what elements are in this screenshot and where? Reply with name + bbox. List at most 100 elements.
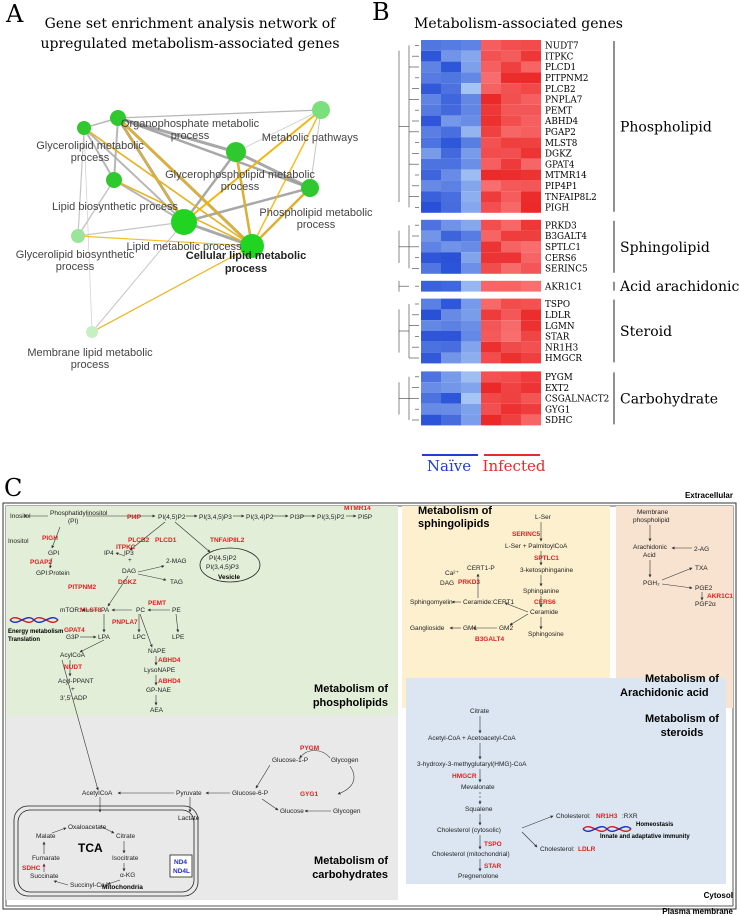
carbohydrate-title-1: Metabolism of	[314, 855, 388, 867]
enzyme-label: MLST8	[80, 607, 102, 614]
heatmap-cell	[481, 403, 501, 415]
metabolite: Squalene	[465, 806, 493, 813]
node-label-phospholipid: Phospholipid metabolic	[259, 207, 373, 219]
heatmap-cell	[521, 403, 541, 415]
metabolite: phospholipid	[633, 517, 670, 524]
heatmap-cell	[501, 403, 521, 415]
heatmap-cell	[501, 115, 521, 127]
gene-label: NUDT7	[545, 42, 579, 52]
enzyme-label: PLCB2	[128, 537, 150, 544]
enzyme-label: NUDT	[64, 664, 82, 671]
gene-label: GYG1	[545, 405, 570, 415]
metabolite: Malate	[36, 833, 56, 840]
metabolite: Succinate	[30, 873, 59, 880]
heatmap-cell	[441, 61, 461, 73]
heatmap-cell	[441, 169, 461, 181]
phospholipid-region	[6, 506, 398, 716]
heatmap-cell	[521, 298, 541, 310]
group-label: Carbohydrate	[620, 391, 718, 407]
network-node-cl	[240, 234, 264, 258]
network-edge	[182, 151, 238, 223]
gene-label: PLCB2	[545, 85, 576, 95]
heatmap-cell	[501, 393, 521, 404]
heatmap-cell	[501, 230, 521, 242]
heatmap-cell	[421, 414, 441, 426]
panel-c: C Extracellular Cytosol Plasma membrane …	[2, 474, 737, 916]
enzyme-label: DGKZ	[118, 579, 136, 586]
metabolite: 3',5'-ADP	[60, 695, 87, 702]
heatmap-cell	[521, 115, 541, 127]
network-node-op	[110, 110, 126, 126]
heatmap-cell	[421, 169, 441, 181]
heatmap-cell	[421, 148, 441, 159]
gene-label: DGKZ	[545, 150, 572, 160]
metabolite: TXA	[695, 565, 708, 572]
gene-label: PITPNM2	[545, 74, 588, 84]
gene-label: HMGCR	[545, 354, 582, 364]
vesicle-outline	[199, 547, 261, 583]
heatmap-cell	[521, 219, 541, 231]
heatmap-cell	[501, 352, 521, 364]
gene-label: SDHC	[545, 416, 573, 426]
heatmap-cell	[461, 341, 481, 353]
heatmap-cell	[441, 104, 461, 116]
node-label-lipid-metabolic: Lipid metabolic process	[127, 241, 242, 253]
panel-b: B Metabolism-associated genes NUDT7ITPKC…	[372, 0, 739, 475]
heatmap-cell	[421, 309, 441, 321]
group-label: Steroid	[620, 324, 672, 340]
node-label-organophosphate-2: process	[171, 130, 210, 142]
metabolite: 3-hydroxy-3-methyglutaryl(HMG)-CoA	[417, 761, 527, 768]
heatmap-cell	[521, 230, 541, 242]
heatmap-cell	[481, 298, 501, 310]
steroid-title-1: Metabolism of	[645, 713, 719, 725]
heatmap-cell	[441, 230, 461, 242]
heatmap-cell	[501, 241, 521, 253]
heatmap-cell	[481, 191, 501, 202]
enzyme-label: B3GALT4	[475, 636, 505, 643]
heatmap-cell	[441, 331, 461, 342]
network-edge	[309, 109, 322, 189]
metabolite: Isocitrate	[112, 855, 139, 862]
node-label-glycerolipid-2: process	[71, 152, 110, 164]
network-edge	[83, 127, 115, 181]
heatmap-cell	[441, 158, 461, 170]
gene-label: ABHD4	[544, 117, 579, 127]
network-edge	[117, 117, 185, 223]
metabolite: Cholesterol (mitochondrial)	[432, 851, 510, 858]
steroid-region	[406, 678, 726, 884]
metabolite: PC	[136, 607, 145, 614]
group-label: Acid arachidonic	[619, 279, 739, 295]
network-edge	[83, 127, 93, 333]
metabolite: L-Ser	[535, 514, 552, 521]
heatmap-cell	[421, 230, 441, 242]
heatmap-cell	[501, 280, 521, 292]
metabolite: Sphingomyelin	[410, 599, 453, 606]
heatmap-cell	[481, 320, 501, 331]
enzyme-label: AKR1C1	[707, 593, 733, 600]
network-edge	[113, 117, 119, 181]
heatmap-cell	[501, 104, 521, 116]
heatmap-cell	[481, 137, 501, 148]
metabolite: :RXR	[622, 813, 638, 820]
heatmap-cell	[421, 341, 441, 353]
metabolite: Acid	[643, 552, 656, 559]
heatmap-cell	[461, 202, 481, 213]
metabolite: PGE2	[695, 585, 713, 592]
metabolite: mTOR:	[60, 607, 81, 614]
metabolite: Cholesterol:	[556, 813, 591, 820]
heatmap-cell	[481, 94, 501, 105]
metabolite: PI(4,5)P2	[209, 555, 237, 562]
heatmap-cell	[421, 298, 441, 310]
heatmap-cell	[421, 403, 441, 415]
heatmap-cell	[501, 331, 521, 342]
heatmap-cell	[461, 72, 481, 84]
heatmap-cell	[421, 393, 441, 404]
enzyme-label: ABHD4	[158, 657, 181, 664]
tca-label: TCA	[78, 841, 103, 855]
heatmap-cell	[501, 148, 521, 159]
heatmap-cell	[421, 104, 441, 116]
gene-label: SERINC5	[545, 265, 588, 275]
heatmap-cell	[441, 371, 461, 383]
heatmap-cell	[521, 341, 541, 353]
metabolite: LPA	[98, 634, 110, 641]
